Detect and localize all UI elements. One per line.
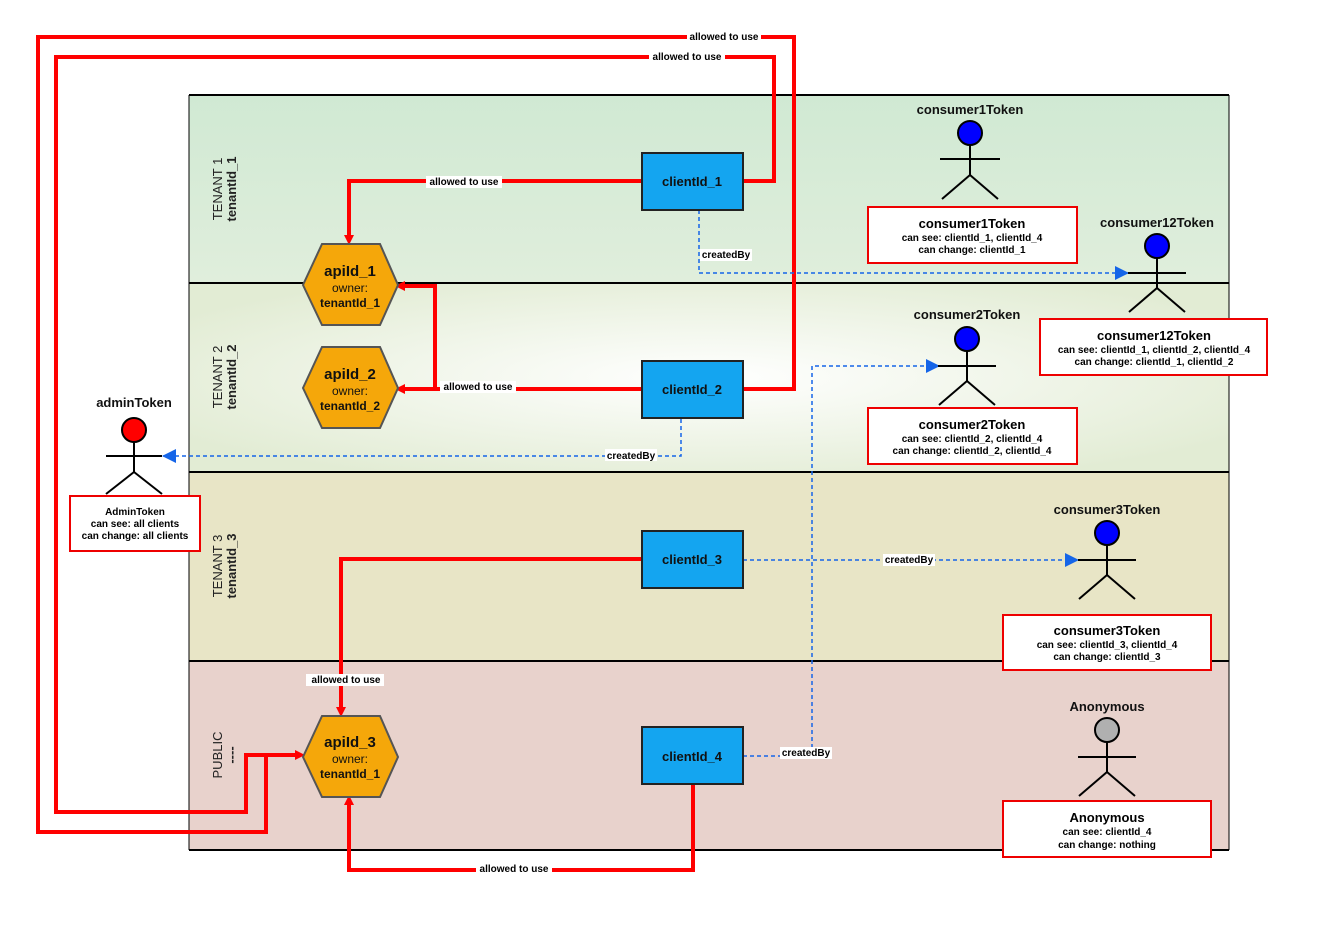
client-label: clientId_1	[662, 174, 722, 189]
lane-name: PUBLIC	[210, 732, 225, 779]
allowed-edges	[36, 35, 796, 872]
lane-name: TENANT 2	[210, 346, 225, 409]
permission-box-consumer12: consumer12Token can see: clientId_1, cli…	[1039, 318, 1268, 376]
lane-label-tenant-3: TENANT 3 tenantId_3	[210, 533, 239, 598]
label-allowed-3: allowed to use	[430, 177, 499, 188]
api-owner: tenantId_1	[320, 296, 380, 310]
client-label: clientId_4	[662, 749, 723, 764]
api-node-2[interactable]: apiId_2 owner: tenantId_2	[301, 346, 400, 429]
label-allowed-1: allowed to use	[690, 32, 759, 43]
label-allowed-5: allowed to use	[312, 675, 381, 686]
actor-label: Anonymous	[1069, 699, 1144, 714]
box-title: consumer2Token	[919, 417, 1026, 432]
box-title: consumer12Token	[1097, 328, 1211, 343]
edge-created-client2	[162, 419, 682, 463]
actor-consumer1[interactable]: consumer1Token	[917, 102, 1024, 200]
box-see: can see: clientId_1, clientId_2, clientI…	[1058, 345, 1251, 356]
box-change: can change: clientId_1, clientId_2	[1075, 357, 1234, 368]
actor-consumer3[interactable]: consumer3Token	[1054, 502, 1161, 600]
permission-box-consumer1: consumer1Token can see: clientId_1, clie…	[867, 206, 1078, 264]
api-title: apiId_1	[324, 263, 376, 280]
permission-box-anonymous: Anonymous can see: clientId_4 can change…	[1002, 800, 1212, 858]
api-owner-label: owner:	[332, 752, 368, 766]
box-change: can change: clientId_1	[918, 245, 1026, 256]
api-owner: tenantId_1	[320, 767, 380, 781]
edge-client1-outer	[54, 55, 776, 814]
box-see: can see: clientId_1, clientId_4	[902, 233, 1043, 244]
lane-label-tenant-2: TENANT 2 tenantId_2	[210, 344, 239, 409]
lane-label-tenant-1: TENANT 1 tenantId_1	[210, 156, 239, 221]
actor-consumer2[interactable]: consumer2Token	[914, 307, 1021, 406]
label-created-4: createdBy	[782, 748, 831, 759]
box-title: consumer3Token	[1054, 623, 1161, 638]
edge-created-client1	[698, 210, 1129, 280]
client-node-1[interactable]: clientId_1	[641, 152, 744, 211]
lane-label-public: PUBLIC ----	[210, 732, 239, 779]
box-see: can see: all clients	[91, 519, 180, 530]
box-see: can see: clientId_3, clientId_4	[1037, 640, 1178, 651]
lane-id: tenantId_3	[224, 533, 239, 598]
box-change: can change: clientId_3	[1053, 652, 1161, 663]
box-change: can change: nothing	[1058, 840, 1156, 851]
client-label: clientId_2	[662, 382, 722, 397]
edge-client3-api3	[336, 557, 642, 717]
actor-anonymous[interactable]: Anonymous	[1069, 699, 1145, 797]
permission-box-consumer2: consumer2Token can see: clientId_2, clie…	[867, 407, 1078, 465]
actor-label: consumer2Token	[914, 307, 1021, 322]
label-allowed-4: allowed to use	[444, 382, 513, 393]
box-title: consumer1Token	[919, 216, 1026, 231]
box-title: Anonymous	[1069, 810, 1144, 825]
api-owner: tenantId_2	[320, 399, 380, 413]
actor-consumer12[interactable]: consumer12Token	[1100, 215, 1214, 313]
box-see: can see: clientId_4	[1063, 827, 1152, 838]
actor-label: consumer3Token	[1054, 502, 1161, 517]
lane-name: TENANT 1	[210, 158, 225, 221]
lane-id: ----	[224, 746, 239, 763]
label-created-1: createdBy	[702, 250, 751, 261]
edge-labels: allowed to use allowed to use allowed to…	[306, 31, 935, 875]
api-node-3[interactable]: apiId_3 owner: tenantId_1	[301, 715, 400, 798]
lane-id: tenantId_1	[224, 156, 239, 221]
api-owner-label: owner:	[332, 281, 368, 295]
api-title: apiId_2	[324, 366, 376, 383]
edge-client2-outer	[36, 35, 796, 834]
api-title: apiId_3	[324, 734, 376, 751]
box-change: can change: all clients	[82, 531, 189, 542]
box-title: AdminToken	[105, 507, 165, 518]
permission-box-admin: AdminToken can see: all clients can chan…	[69, 495, 201, 552]
edge-client1-api1	[344, 179, 642, 245]
client-node-2[interactable]: clientId_2	[641, 360, 744, 419]
actor-label: consumer12Token	[1100, 215, 1214, 230]
label-created-3: createdBy	[885, 555, 934, 566]
client-node-4[interactable]: clientId_4	[641, 726, 744, 785]
lane-id: tenantId_2	[224, 344, 239, 409]
label-created-2: createdBy	[607, 451, 656, 462]
box-change: can change: clientId_2, clientId_4	[893, 446, 1052, 457]
lane-name: TENANT 3	[210, 535, 225, 598]
label-allowed-6: allowed to use	[480, 864, 549, 875]
client-node-3[interactable]: clientId_3	[641, 530, 744, 589]
api-node-1[interactable]: apiId_1 owner: tenantId_1	[301, 243, 400, 326]
api-owner-label: owner:	[332, 384, 368, 398]
box-see: can see: clientId_2, clientId_4	[902, 434, 1043, 445]
actor-label: adminToken	[96, 395, 172, 410]
client-label: clientId_3	[662, 552, 722, 567]
edge-client2-api1	[395, 281, 642, 391]
actor-label: consumer1Token	[917, 102, 1024, 117]
label-allowed-2: allowed to use	[653, 52, 722, 63]
created-edges	[162, 210, 1129, 757]
permission-box-consumer3: consumer3Token can see: clientId_3, clie…	[1002, 614, 1212, 671]
actor-admin[interactable]: adminToken	[96, 395, 172, 495]
